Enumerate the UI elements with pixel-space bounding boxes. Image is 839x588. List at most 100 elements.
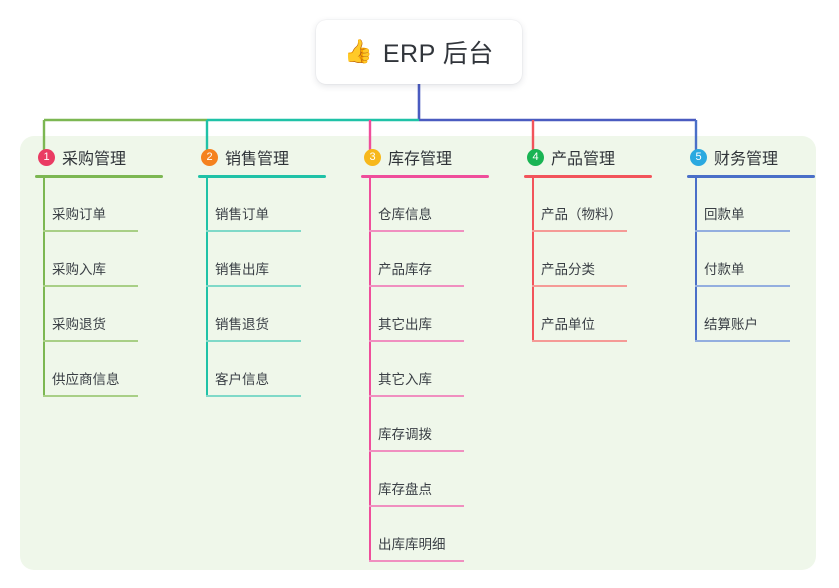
root-label: ERP 后台 bbox=[382, 40, 494, 68]
branch-title-2: 销售管理 bbox=[225, 151, 290, 168]
leaf-label: 采购入库 bbox=[52, 262, 106, 277]
leaf-label: 产品（物料） bbox=[541, 207, 622, 222]
branch-header-5[interactable]: 5 财务管理 bbox=[672, 136, 835, 178]
branch-badge-4: 4 bbox=[527, 148, 544, 166]
leaf-item[interactable]: 客户信息 bbox=[183, 351, 346, 406]
leaf-label: 结算账户 bbox=[704, 317, 758, 332]
leaf-rule bbox=[206, 395, 301, 397]
leaf-rule bbox=[369, 285, 464, 287]
branch-column-5: 5 财务管理回款单付款单结算账户 bbox=[672, 136, 835, 570]
thumbs-up-icon: 👍 bbox=[344, 38, 373, 65]
leaf-label: 销售订单 bbox=[215, 207, 269, 222]
branch-leaf-list-3: 仓库信息产品库存其它出库其它入库库存调拨库存盘点出库库明细 bbox=[346, 178, 509, 571]
leaf-item[interactable]: 销售退货 bbox=[183, 296, 346, 351]
branch-header-3[interactable]: 3 库存管理 bbox=[346, 136, 509, 178]
branch-leaf-list-2: 销售订单销售出库销售退货客户信息 bbox=[183, 178, 346, 406]
leaf-item[interactable]: 产品单位 bbox=[509, 296, 672, 351]
leaf-label: 产品分类 bbox=[541, 262, 595, 277]
leaf-label: 产品库存 bbox=[378, 262, 432, 277]
leaf-rule bbox=[43, 395, 138, 397]
leaf-rule bbox=[369, 395, 464, 397]
leaf-rule bbox=[206, 340, 301, 342]
leaf-label: 产品单位 bbox=[541, 317, 595, 332]
branch-badge-5: 5 bbox=[690, 148, 707, 166]
branch-title-1: 采购管理 bbox=[62, 151, 127, 168]
leaf-label: 仓库信息 bbox=[378, 207, 432, 222]
branch-badge-3: 3 bbox=[364, 148, 381, 166]
branch-header-1[interactable]: 1 采购管理 bbox=[20, 136, 183, 178]
branch-header-2[interactable]: 2 销售管理 bbox=[183, 136, 346, 178]
branches-panel bbox=[20, 136, 816, 570]
leaf-item[interactable]: 销售订单 bbox=[183, 186, 346, 241]
leaf-rule bbox=[532, 340, 627, 342]
leaf-rule bbox=[43, 230, 138, 232]
root-node[interactable]: 👍 ERP 后台 bbox=[316, 20, 522, 84]
leaf-label: 供应商信息 bbox=[52, 372, 120, 387]
branch-column-1: 1 采购管理采购订单采购入库采购退货供应商信息 bbox=[20, 136, 183, 570]
leaf-rule bbox=[206, 230, 301, 232]
leaf-rule bbox=[695, 285, 790, 287]
leaf-item[interactable]: 供应商信息 bbox=[20, 351, 183, 406]
leaf-label: 采购退货 bbox=[52, 317, 106, 332]
leaf-item[interactable]: 库存调拨 bbox=[346, 406, 509, 461]
leaf-item[interactable]: 库存盘点 bbox=[346, 461, 509, 516]
leaf-item[interactable]: 销售出库 bbox=[183, 241, 346, 296]
branch-leaf-list-5: 回款单付款单结算账户 bbox=[672, 178, 835, 351]
leaf-rule bbox=[369, 230, 464, 232]
branch-spine-3 bbox=[369, 178, 371, 561]
branch-leaf-list-4: 产品（物料） 产品分类产品单位 bbox=[509, 178, 672, 351]
branch-leaf-list-1: 采购订单采购入库采购退货供应商信息 bbox=[20, 178, 183, 406]
branch-header-rule-4 bbox=[524, 175, 652, 178]
leaf-rule bbox=[43, 340, 138, 342]
branch-spine-1 bbox=[43, 178, 45, 396]
leaf-item[interactable]: 付款单 bbox=[672, 241, 835, 296]
leaf-label: 出库库明细 bbox=[378, 537, 446, 552]
branch-header-4[interactable]: 4 产品管理 bbox=[509, 136, 672, 178]
leaf-label: 付款单 bbox=[704, 262, 745, 277]
branch-column-3: 3 库存管理仓库信息产品库存其它出库其它入库库存调拨库存盘点出库库明细 bbox=[346, 136, 509, 570]
leaf-label: 库存调拨 bbox=[378, 427, 432, 442]
leaf-item[interactable]: 其它入库 bbox=[346, 351, 509, 406]
leaf-item[interactable]: 产品（物料） bbox=[509, 186, 672, 241]
leaf-rule bbox=[695, 230, 790, 232]
leaf-label: 采购订单 bbox=[52, 207, 106, 222]
branch-spine-2 bbox=[206, 178, 208, 396]
branch-header-rule-5 bbox=[687, 175, 815, 178]
leaf-rule bbox=[532, 285, 627, 287]
leaf-label: 库存盘点 bbox=[378, 482, 432, 497]
leaf-item[interactable]: 采购退货 bbox=[20, 296, 183, 351]
leaf-label: 销售出库 bbox=[215, 262, 269, 277]
branch-badge-2: 2 bbox=[201, 148, 218, 166]
branch-header-rule-1 bbox=[35, 175, 163, 178]
leaf-item[interactable]: 采购入库 bbox=[20, 241, 183, 296]
leaf-label: 其它入库 bbox=[378, 372, 432, 387]
branch-badge-1: 1 bbox=[38, 148, 55, 166]
leaf-rule bbox=[43, 285, 138, 287]
leaf-item[interactable]: 产品库存 bbox=[346, 241, 509, 296]
leaf-item[interactable]: 采购订单 bbox=[20, 186, 183, 241]
leaf-rule bbox=[369, 560, 464, 562]
leaf-item[interactable]: 结算账户 bbox=[672, 296, 835, 351]
branch-spine-4 bbox=[532, 178, 534, 341]
leaf-item[interactable]: 仓库信息 bbox=[346, 186, 509, 241]
leaf-item[interactable]: 出库库明细 bbox=[346, 516, 509, 571]
leaf-item[interactable]: 产品分类 bbox=[509, 241, 672, 296]
leaf-rule bbox=[206, 285, 301, 287]
branch-title-3: 库存管理 bbox=[388, 151, 453, 168]
leaf-label: 销售退货 bbox=[215, 317, 269, 332]
branch-title-5: 财务管理 bbox=[714, 151, 779, 168]
branch-header-rule-2 bbox=[198, 175, 326, 178]
branch-column-2: 2 销售管理销售订单销售出库销售退货客户信息 bbox=[183, 136, 346, 570]
leaf-item[interactable]: 回款单 bbox=[672, 186, 835, 241]
branch-spine-5 bbox=[695, 178, 697, 341]
leaf-rule bbox=[695, 340, 790, 342]
leaf-rule bbox=[369, 505, 464, 507]
leaf-label: 客户信息 bbox=[215, 372, 269, 387]
branch-header-rule-3 bbox=[361, 175, 489, 178]
branch-columns: 1 采购管理采购订单采购入库采购退货供应商信息 2 销售管理销售订单销售出库销售退货客… bbox=[20, 136, 816, 570]
leaf-label: 回款单 bbox=[704, 207, 745, 222]
leaf-rule bbox=[532, 230, 627, 232]
branch-title-4: 产品管理 bbox=[551, 151, 616, 168]
leaf-item[interactable]: 其它出库 bbox=[346, 296, 509, 351]
